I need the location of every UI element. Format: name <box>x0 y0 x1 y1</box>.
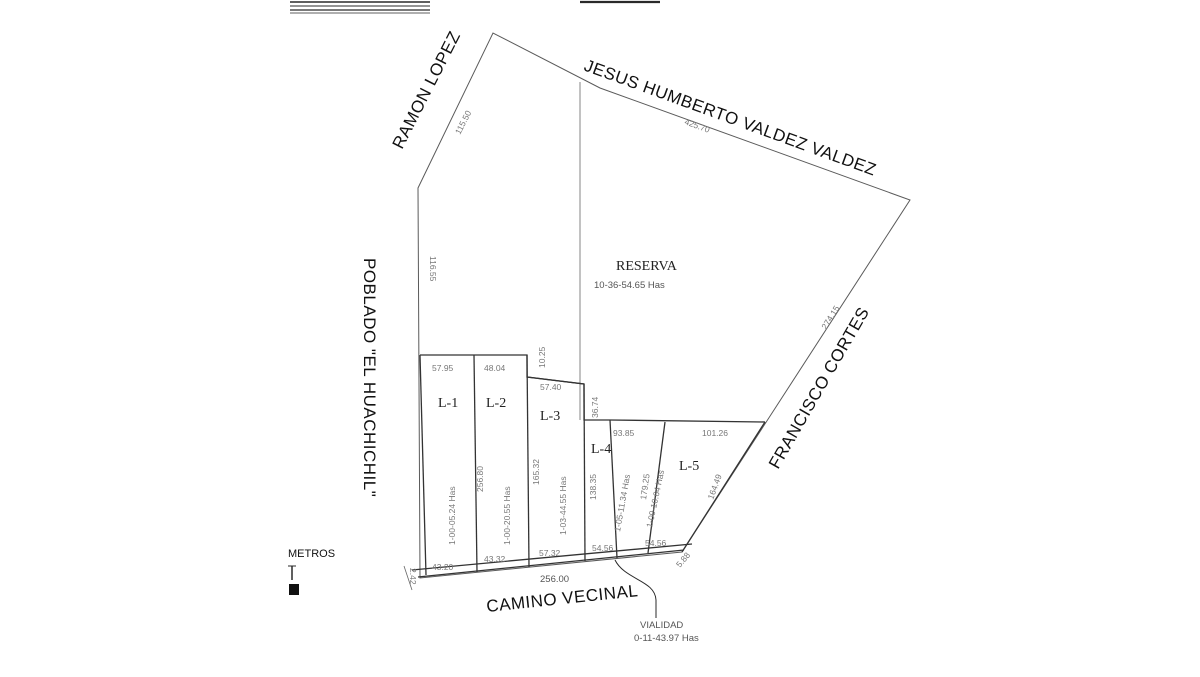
lot-1-bottom: 43.20 <box>432 562 454 572</box>
lot-4-side: 138.35 <box>588 474 598 500</box>
dim-south-left-end: 2.42 <box>408 568 418 585</box>
neighbor-west: POBLADO "EL HUACHICHIL" <box>360 258 379 497</box>
vialidad-area: 0-11-43.97 Has <box>634 633 699 644</box>
lot-1-area: 1-00-05.24 Has <box>447 486 457 545</box>
reserve-label: RESERVA <box>616 259 678 274</box>
lot-5-top: 101.26 <box>702 428 728 438</box>
vialidad-leader <box>614 559 657 618</box>
reserve-area: 10-36-54.65 Has <box>594 280 665 291</box>
lot-label-4: L-4 <box>591 442 611 457</box>
dim-south-total: 256.00 <box>540 574 569 585</box>
scale-label: METROS <box>288 548 335 560</box>
header-rules <box>290 0 660 14</box>
lot-2-bottom: 43.32 <box>484 554 506 564</box>
neighbor-east: FRANCISCO CORTES <box>765 304 873 472</box>
lot-grid <box>403 354 766 591</box>
lot-3-area: 1-03-44.55 Has <box>558 476 568 535</box>
lot-3-side: 165.32 <box>531 459 541 485</box>
lot-3-top: 57.40 <box>540 382 562 392</box>
lot-3-side-top: 10.25 <box>537 346 547 368</box>
lot-5-side: 164.49 <box>705 473 723 501</box>
lot-4-side-top: 36.74 <box>590 396 600 418</box>
lot-2-area: 1-00-20.55 Has <box>502 486 512 545</box>
lot-label-5: L-5 <box>679 459 699 474</box>
vialidad-label: VIALIDAD <box>640 620 683 631</box>
lot-4-top: 93.85 <box>613 428 635 438</box>
lot-3-bottom: 57.32 <box>539 548 561 558</box>
lot-1-top: 57.95 <box>432 363 454 373</box>
lot-2-top: 48.04 <box>484 363 506 373</box>
scale-bar <box>289 584 299 595</box>
lot-5-bottom: 54.56 <box>645 538 667 548</box>
lot-label-3: L-3 <box>540 409 560 424</box>
neighbor-south: CAMINO VECINAL <box>485 581 639 616</box>
property-boundary <box>417 32 911 579</box>
neighbor-north: JESUS HUMBERTO VALDEZ VALDEZ <box>582 56 879 180</box>
neighbor-north-west: RAMON LOPEZ <box>389 28 465 152</box>
lot-4-area: 1-05-11.34 Has <box>612 474 632 533</box>
dim-north-west-side: 115.50 <box>453 109 474 136</box>
lot-5-side-left: 179.25 <box>638 473 652 500</box>
lot-label-2: L-2 <box>486 396 506 411</box>
lot-4-bottom: 54.56 <box>592 543 614 553</box>
lot-2-side: 256.80 <box>475 466 485 492</box>
lot-label-1: L-1 <box>438 396 458 411</box>
dim-west-side: 116.55 <box>428 256 438 282</box>
dim-east-side: 274.15 <box>819 303 841 331</box>
